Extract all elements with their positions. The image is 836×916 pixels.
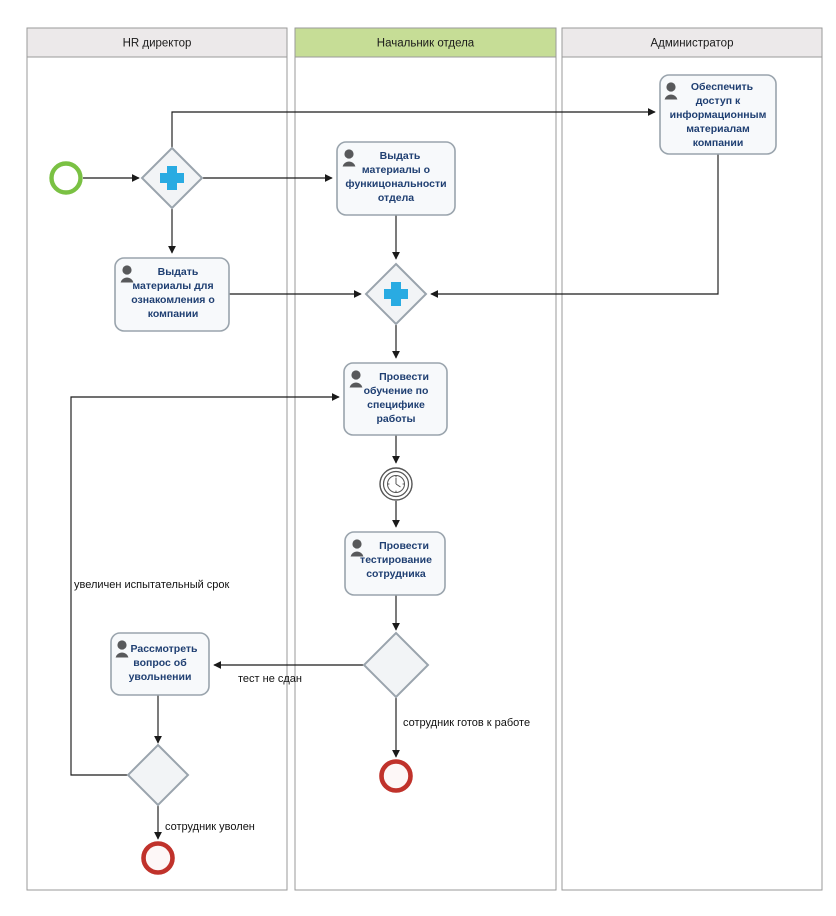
gateway-dismissal-result[interactable] bbox=[126, 743, 190, 807]
end-event-dismissed[interactable] bbox=[141, 841, 175, 875]
task-company-line-2: ознакомления о bbox=[131, 294, 214, 306]
task-dismissal-line-2: увольнении bbox=[129, 671, 192, 683]
sequence-flows bbox=[70, 107, 719, 840]
task-company-materials[interactable]: Выдать материалы для ознакомления о комп… bbox=[114, 257, 230, 332]
task-training-line-0: Провести bbox=[379, 371, 429, 383]
lane-chief-header[interactable] bbox=[294, 27, 557, 58]
gateway-parallel-split[interactable] bbox=[140, 146, 204, 210]
plus-icon bbox=[384, 282, 408, 306]
task-dept-line-0: Выдать bbox=[380, 150, 421, 162]
task-company-line-0: Выдать bbox=[158, 266, 199, 278]
task-testing-line-2: сотрудника bbox=[366, 568, 426, 580]
label-test-failed: тест не сдан bbox=[238, 673, 302, 685]
task-testing-line-0: Провести bbox=[379, 540, 429, 552]
gateway-parallel-join[interactable] bbox=[364, 262, 428, 326]
lane-chief-label: Начальник отдела bbox=[377, 38, 475, 50]
task-dismissal[interactable]: Рассмотреть вопрос об увольнении bbox=[110, 632, 210, 696]
flow-split-admin[interactable] bbox=[171, 107, 656, 148]
task-dept-materials[interactable]: Выдать материалы о функицональности отде… bbox=[336, 141, 456, 216]
task-testing[interactable]: Провести тестирование сотрудника bbox=[344, 531, 446, 596]
label-ready: сотрудник готов к работе bbox=[403, 717, 530, 729]
task-access-line-2: информационным bbox=[670, 109, 767, 121]
lane-admin-label: Администратор bbox=[651, 38, 734, 50]
label-probation: увеличен испытательный срок bbox=[74, 579, 230, 591]
lane-admin[interactable]: Администратор bbox=[561, 27, 823, 891]
task-dismissal-line-0: Рассмотреть bbox=[130, 643, 198, 655]
user-icon bbox=[115, 640, 129, 658]
task-dept-line-1: материалы о bbox=[362, 164, 430, 176]
lane-admin-body bbox=[561, 56, 823, 891]
timer-intermediate-event[interactable] bbox=[379, 467, 413, 501]
task-access-line-0: Обеспечить bbox=[691, 81, 754, 93]
flow-labels: увеличен испытательный срок тест не сдан… bbox=[74, 579, 530, 833]
task-training-line-2: специфике bbox=[367, 399, 425, 411]
lane-hr-label: HR директор bbox=[123, 38, 192, 50]
end-event-ready[interactable] bbox=[379, 759, 413, 793]
user-icon bbox=[342, 149, 356, 167]
task-company-line-1: материалы для bbox=[132, 280, 213, 292]
task-company-line-3: компании bbox=[148, 308, 199, 320]
task-access-line-4: компании bbox=[693, 137, 744, 149]
task-access-line-3: материалам bbox=[686, 123, 750, 135]
start-event[interactable] bbox=[49, 161, 83, 195]
task-dept-line-3: отдела bbox=[378, 192, 414, 204]
user-icon bbox=[664, 82, 678, 100]
lane-hr-header[interactable] bbox=[26, 27, 288, 58]
task-dept-line-2: функицональности bbox=[345, 178, 446, 190]
user-icon bbox=[349, 370, 363, 388]
user-icon bbox=[350, 539, 364, 557]
user-icon bbox=[120, 265, 134, 283]
lane-admin-header[interactable] bbox=[561, 27, 823, 58]
gateway-test-result[interactable] bbox=[362, 631, 430, 699]
task-testing-line-1: тестирование bbox=[360, 554, 432, 566]
task-training[interactable]: Провести обучение по специфике работы bbox=[343, 362, 448, 436]
task-access-line-1: доступ к bbox=[696, 95, 741, 107]
flow-admin-join[interactable] bbox=[430, 154, 719, 299]
flow-gw-training-loop[interactable] bbox=[70, 392, 340, 776]
task-dismissal-line-1: вопрос об bbox=[133, 657, 187, 669]
label-dismissed: сотрудник уволен bbox=[165, 821, 255, 833]
task-access[interactable]: Обеспечить доступ к информационным матер… bbox=[659, 74, 777, 155]
plus-icon bbox=[160, 166, 184, 190]
task-training-line-3: работы bbox=[376, 413, 415, 425]
task-training-line-1: обучение по bbox=[364, 385, 429, 397]
